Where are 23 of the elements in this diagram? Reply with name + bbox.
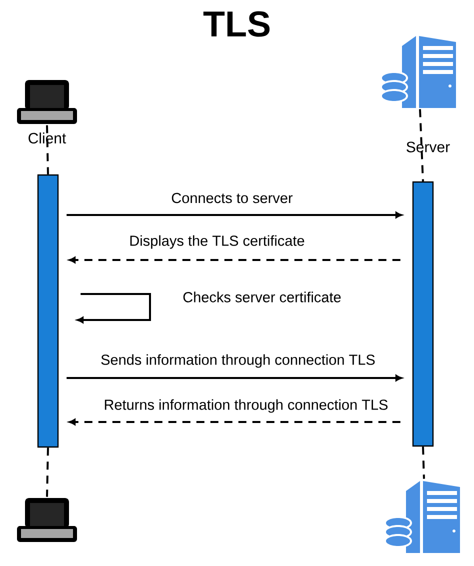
- lifeline: [419, 109, 424, 182]
- lifeline: [46, 448, 49, 497]
- message-arrow: [66, 374, 402, 382]
- edge-label: Sends information through connection TLS: [100, 353, 376, 369]
- lifeline: [422, 446, 425, 479]
- server-drawing: [384, 481, 460, 553]
- message-arrow: [66, 212, 402, 218]
- message-arrow: [68, 256, 400, 264]
- laptop-drawing: [17, 80, 77, 124]
- lifeline: [46, 125, 49, 174]
- edge-label: Connects to server: [170, 192, 294, 204]
- activation-bar: [37, 174, 59, 448]
- edge-label: Returns information through connection TLS: [102, 398, 390, 414]
- activation-bar: [412, 181, 434, 447]
- laptop-drawing: [17, 498, 77, 542]
- edge-label: Displays the TLS certificate: [128, 234, 306, 250]
- message-arrow: [76, 293, 151, 324]
- server-drawing: [380, 36, 456, 108]
- title: TLS: [203, 11, 270, 37]
- message-arrow: [68, 418, 400, 426]
- edge-label: Checks server certificate: [182, 290, 342, 304]
- lifeline-label: Client: [28, 132, 66, 144]
- lifeline-label: Server: [406, 142, 450, 152]
